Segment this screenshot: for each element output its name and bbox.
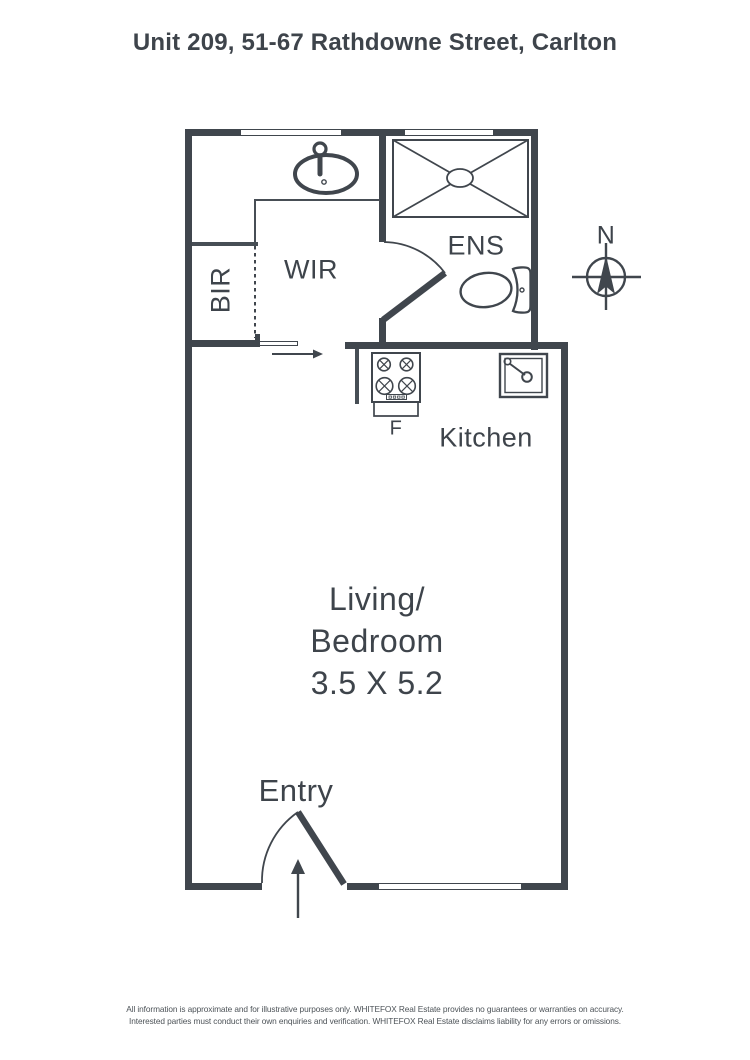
bir-robe-front-dashed-line <box>253 246 256 338</box>
entry-door-icon <box>261 810 347 886</box>
wall-top-segment <box>495 129 538 136</box>
sliding-door-icon <box>259 340 298 346</box>
wall-bir-top <box>192 242 258 246</box>
kitchen-sink-icon <box>498 352 549 399</box>
wir-boundary-line-horizontal <box>254 199 380 201</box>
page-title: Unit 209, 51-67 Rathdowne Street, Carlto… <box>132 29 618 56</box>
wall-top-segment <box>185 129 239 136</box>
wall-kitchen-bench <box>345 342 568 349</box>
slider-arrow-icon <box>272 349 323 359</box>
room-label-bir: BIR <box>205 266 236 314</box>
vanity-basin-icon <box>293 141 359 195</box>
room-label-ens: ENS <box>447 230 505 261</box>
wall-wir-ens-divider <box>379 136 386 242</box>
disclaimer-line1: All information is approximate and for i… <box>126 1004 624 1014</box>
window-icon <box>403 129 495 136</box>
disclaimer: All information is approximate and for i… <box>0 1004 750 1027</box>
ens-door-icon <box>381 241 447 323</box>
wall-ens-right <box>531 129 538 350</box>
room-label-entry: Entry <box>258 773 334 808</box>
oven-icon <box>373 403 419 417</box>
wall-bottom-segment <box>347 883 377 890</box>
room-label-kitchen: Kitchen <box>439 422 533 453</box>
wall-bottom-segment <box>185 883 262 890</box>
kitchen-bench-end-panel <box>355 349 359 404</box>
fridge-label: F <box>389 417 403 440</box>
living-label-line2: Bedroom <box>310 623 444 659</box>
living-label-line1: Living/ <box>329 581 425 617</box>
wall-ens-door-stub <box>379 318 386 342</box>
cooktop-icon <box>371 352 421 403</box>
wall-right <box>561 342 568 890</box>
wall-left <box>185 129 192 890</box>
compass-north-label: N <box>596 221 616 250</box>
shower-icon <box>392 139 529 218</box>
wall-top-segment <box>343 129 403 136</box>
room-label-living-bedroom: Living/ Bedroom 3.5 X 5.2 <box>310 578 443 704</box>
wall-bir-bottom <box>192 340 260 347</box>
disclaimer-line2: Interested parties must conduct their ow… <box>129 1015 621 1026</box>
entry-arrow-icon <box>291 859 305 918</box>
wir-boundary-line-vertical <box>254 199 256 242</box>
toilet-icon <box>459 266 532 314</box>
compass-icon <box>572 243 641 310</box>
wall-end-cap <box>255 334 260 341</box>
room-label-wir: WIR <box>284 254 338 285</box>
window-icon <box>377 883 523 890</box>
wall-bottom-segment <box>523 883 568 890</box>
living-dimensions: 3.5 X 5.2 <box>310 665 444 701</box>
window-icon <box>239 129 343 136</box>
